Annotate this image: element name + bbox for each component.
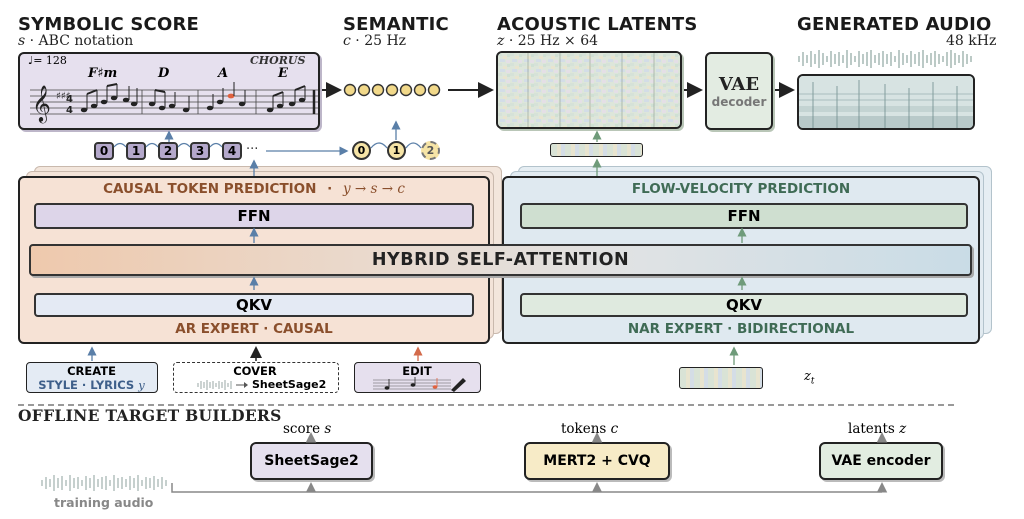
symbolic-score-panel: ♩= 128 CHORUS F♯m D A E 𝄞 ♯♯♯ 4 4 — [18, 52, 320, 130]
latent-slice — [550, 143, 643, 157]
semantic-var: c — [343, 33, 351, 49]
edit-title: EDIT — [402, 364, 432, 378]
create-task-card[interactable]: CREATE STYLE · LYRICS y — [26, 362, 158, 393]
ar-title: CAUSAL TOKEN PREDICTION · y → s → c — [20, 181, 488, 197]
chord-label: A — [218, 66, 229, 81]
semantic-token-strip — [343, 83, 441, 97]
score-token: 0 — [94, 142, 114, 160]
noisy-sub: t — [810, 376, 815, 387]
training-audio-label: training audio — [54, 495, 154, 510]
symbolic-var: s — [18, 33, 26, 49]
mini-waveform-icon — [197, 380, 248, 390]
chord-label: F♯m — [88, 66, 118, 81]
noisy-var: z — [804, 369, 811, 384]
cover-tool: SheetSage2 — [252, 378, 327, 391]
ar-qkv-block: QKV — [34, 293, 474, 317]
create-var: y — [138, 378, 145, 392]
score-token: 1 — [126, 142, 146, 160]
cover-task-card[interactable]: COVER SheetSage2 — [173, 362, 339, 393]
hybrid-attention-bar: HYBRID SELF-ATTENTION — [29, 244, 972, 276]
acoustic-subtitle: z · 25 Hz × 64 — [497, 33, 598, 49]
builder-label-var: z — [899, 421, 907, 437]
semantic-subtitle: c · 25 Hz — [343, 33, 406, 49]
nar-footer: NAR EXPERT · BIDIRECTIONAL — [627, 321, 855, 337]
svg-text:4: 4 — [66, 105, 73, 116]
edit-task-card[interactable]: EDIT — [354, 362, 481, 393]
builder-label-text: latents — [848, 421, 895, 437]
mert2-cvq-builder: MERT2 + CVQ — [524, 442, 670, 480]
builder-label-var: c — [610, 421, 619, 437]
generated-audio-title: GENERATED AUDIO — [797, 14, 992, 35]
builder-label-score: score s — [283, 421, 331, 437]
builder-label-var: s — [324, 421, 332, 437]
waveform-icon — [798, 50, 972, 68]
token-ellipsis: ··· — [246, 142, 259, 157]
spectrogram-panel — [797, 74, 975, 130]
score-token: 2 — [158, 142, 178, 160]
vae-subtitle: decoder — [711, 94, 767, 109]
acoustic-latents-title: ACOUSTIC LATENTS — [497, 14, 698, 35]
nar-qkv-block: QKV — [520, 293, 968, 317]
symbolic-score-subtitle: s · ABC notation — [18, 33, 133, 49]
offline-title: OFFLINE TARGET BUILDERS — [18, 406, 282, 425]
latent-grid-icon — [498, 53, 680, 127]
acoustic-subtitle-text: · 25 Hz × 64 — [508, 33, 599, 49]
builder-label-text: tokens — [561, 421, 607, 437]
acoustic-var: z — [497, 33, 505, 49]
svg-text:4: 4 — [66, 94, 73, 105]
ar-title-dot: · — [327, 181, 333, 197]
section-label: CHORUS — [250, 54, 306, 67]
ar-footer: AR EXPERT · CAUSAL — [175, 321, 333, 337]
create-title: CREATE — [67, 364, 116, 378]
generated-audio-rate: 48 kHz — [946, 33, 997, 49]
acoustic-latents-panel — [496, 51, 682, 129]
score-token: 3 — [190, 142, 210, 160]
music-staff-icon: 𝄞 ♯♯♯ 4 4 — [30, 82, 318, 123]
builder-label-tokens: tokens c — [561, 421, 618, 437]
noisy-latent-input — [679, 367, 763, 389]
cover-title: COVER — [233, 364, 277, 378]
create-line: STYLE · LYRICS y — [27, 378, 156, 392]
semantic-subtitle-text: · 25 Hz — [355, 33, 407, 49]
semantic-token: 1 — [387, 141, 406, 160]
nar-title: FLOW-VELOCITY PREDICTION — [631, 181, 851, 197]
vae-title: VAE — [718, 73, 760, 95]
semantic-title: SEMANTIC — [343, 14, 449, 35]
svg-text:𝄞: 𝄞 — [32, 84, 51, 123]
svg-text:♯♯♯: ♯♯♯ — [56, 91, 71, 102]
symbolic-score-title: SYMBOLIC SCORE — [18, 14, 200, 35]
ar-ffn-block: FFN — [34, 203, 474, 229]
ar-order: y → s → c — [343, 181, 405, 197]
training-bus-line — [171, 483, 882, 493]
sheetsage2-builder: SheetSage2 — [250, 442, 373, 480]
spectrogram-icon — [799, 76, 973, 128]
symbolic-subtitle-text: · ABC notation — [29, 33, 134, 49]
vae-decoder-block: VAE decoder — [705, 52, 773, 130]
edit-staff-icon — [373, 377, 466, 392]
semantic-token: 0 — [352, 141, 371, 160]
score-token: 4 — [222, 142, 242, 160]
tempo-marking: ♩= 128 — [28, 54, 67, 67]
nar-ffn-block: FFN — [520, 203, 968, 229]
noisy-latent-label: zt — [804, 369, 814, 387]
semantic-token-predicted: 2 — [421, 141, 440, 160]
vae-encoder-builder: VAE encoder — [819, 442, 943, 480]
create-line-text: STYLE · LYRICS — [38, 378, 135, 392]
ar-title-text: CAUSAL TOKEN PREDICTION — [103, 181, 317, 197]
chord-label: E — [278, 66, 288, 81]
builder-label-latents: latents z — [848, 421, 906, 437]
builder-label-text: score — [283, 421, 321, 437]
chord-label: D — [158, 66, 170, 81]
training-waveform-icon — [41, 475, 167, 491]
section-divider — [18, 404, 954, 406]
